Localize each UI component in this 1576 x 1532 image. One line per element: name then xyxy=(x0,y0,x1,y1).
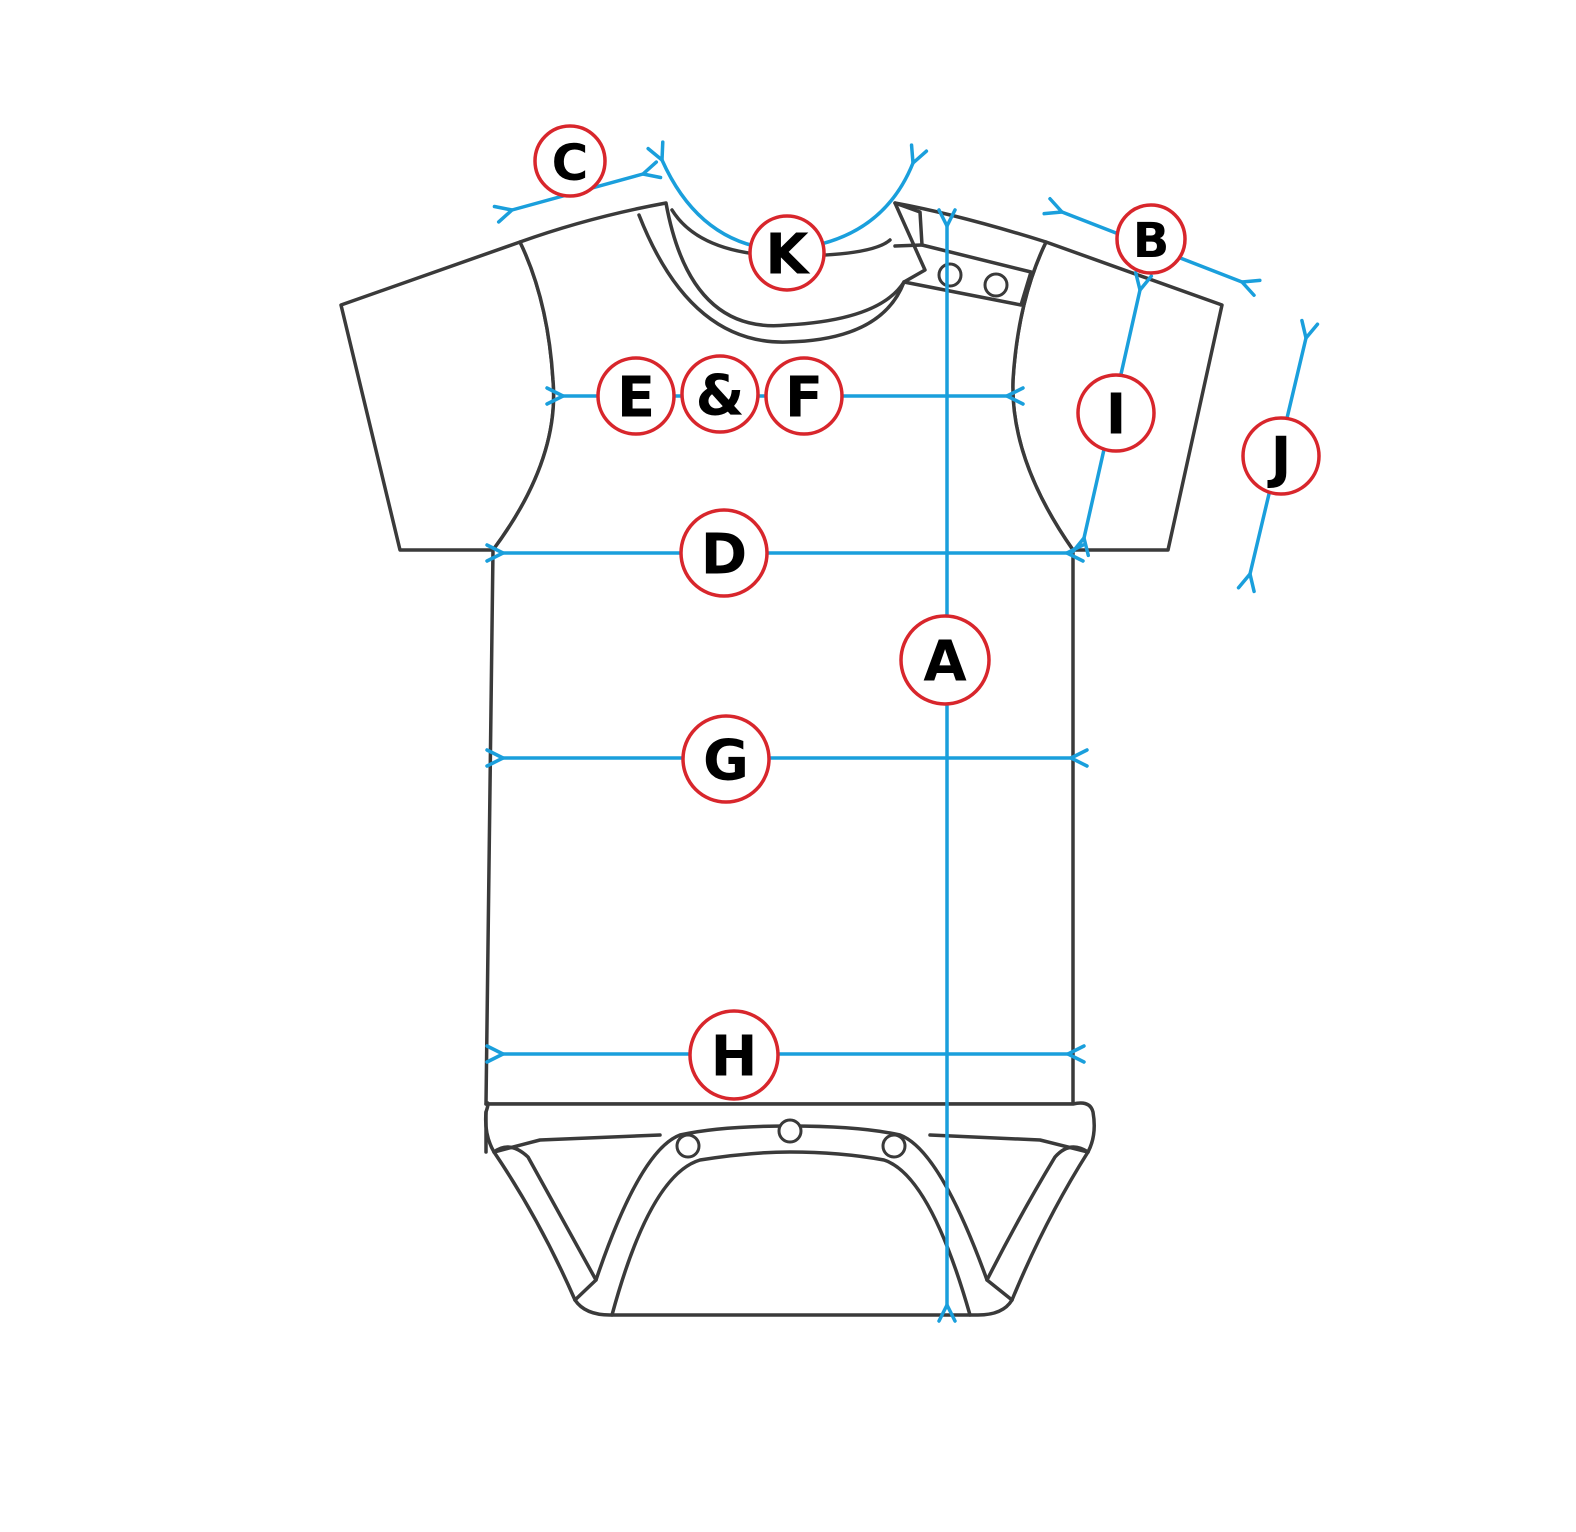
label-e: E xyxy=(596,356,676,436)
measurement-labels: A B C D E & F G xyxy=(533,124,1321,1101)
label-d-text: D xyxy=(701,523,747,588)
label-k: K xyxy=(748,214,826,292)
label-j: J xyxy=(1241,416,1321,496)
band-inner-left xyxy=(492,1133,662,1154)
label-g-text: G xyxy=(703,729,749,794)
label-a-text: A xyxy=(923,630,967,695)
label-j-text: J xyxy=(1267,426,1292,491)
neckline-band xyxy=(637,213,906,344)
label-ampersand-text: & xyxy=(696,364,745,429)
label-d: D xyxy=(679,508,769,598)
shoulder-snap-1 xyxy=(937,262,963,288)
crotch-flap-inner xyxy=(610,1150,972,1317)
label-g: G xyxy=(681,714,771,804)
label-h: H xyxy=(688,1009,780,1101)
label-c: C xyxy=(533,124,607,198)
label-h-text: H xyxy=(711,1025,758,1090)
label-e-text: E xyxy=(617,366,655,431)
label-c-text: C xyxy=(552,134,589,192)
label-k-text: K xyxy=(765,223,811,288)
label-i: I xyxy=(1076,373,1156,453)
label-f-text: F xyxy=(785,366,823,431)
crotch-snap-1 xyxy=(675,1133,701,1159)
placket-seam xyxy=(893,243,924,248)
shoulder-placket xyxy=(893,201,1033,307)
label-a: A xyxy=(899,614,991,706)
label-ampersand: & xyxy=(680,354,760,434)
crotch-snap-3 xyxy=(881,1133,907,1159)
shoulder-snap-2 xyxy=(983,272,1009,298)
band-inner-right xyxy=(928,1133,1090,1154)
label-b-text: B xyxy=(1133,213,1170,269)
label-f: F xyxy=(764,356,844,436)
crotch-snap-2 xyxy=(777,1118,803,1144)
label-b: B xyxy=(1115,203,1187,275)
label-i-text: I xyxy=(1106,383,1127,448)
